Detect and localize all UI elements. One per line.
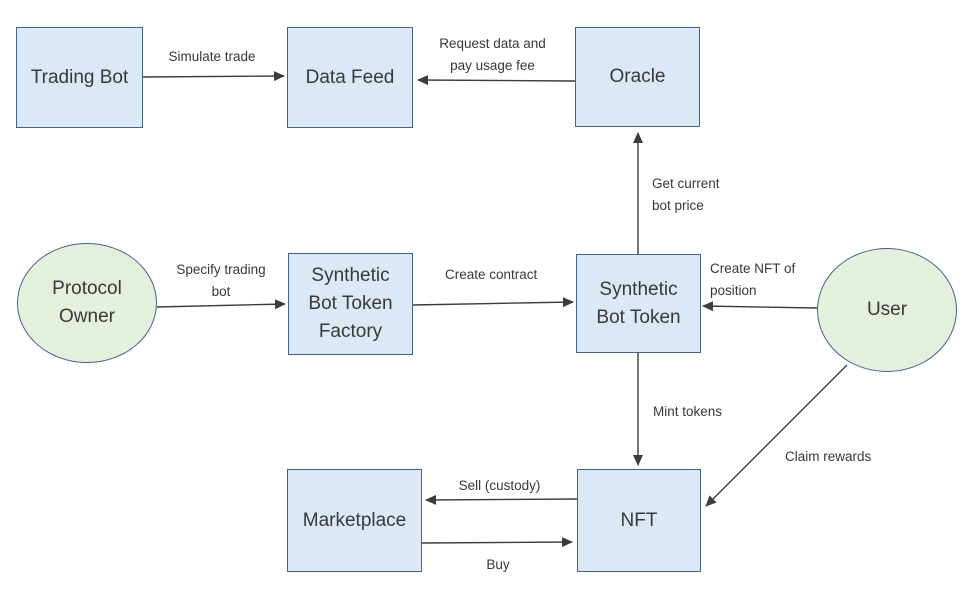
edge-label-create-contract: Create contract <box>445 267 538 282</box>
edge-label-claim-rewards: Claim rewards <box>785 449 872 464</box>
node-synthetic-bot-token-factory-label: Synthetic Bot Token Factory <box>308 265 393 342</box>
node-synthetic-bot-token: Synthetic Bot Token <box>576 254 701 353</box>
edge-claim-rewards <box>705 364 848 507</box>
node-oracle-label: Oracle <box>609 66 666 87</box>
edge-label-create-nft: Create NFT of position <box>710 261 796 298</box>
node-user: User <box>817 248 957 372</box>
edge-label-request-data: Request data and pay usage fee <box>439 36 546 73</box>
edge-label-mint-tokens: Mint tokens <box>653 404 723 419</box>
node-data-feed: Data Feed <box>287 27 413 128</box>
node-marketplace-label: Marketplace <box>302 509 407 531</box>
edge-create-nft <box>702 301 818 312</box>
node-protocol-owner: Protocol Owner <box>17 243 157 363</box>
edge-label-simulate-trade: Simulate trade <box>168 49 256 64</box>
edge-sell-custody <box>425 494 578 505</box>
edge-label-buy: Buy <box>486 557 510 572</box>
edge-specify-trading-bot <box>156 299 286 310</box>
edge-label-specify-trading-bot: Specify trading bot <box>176 262 266 299</box>
node-nft-label: NFT <box>620 509 658 531</box>
node-synthetic-bot-token-label: Synthetic Bot Token <box>596 278 681 328</box>
node-oracle: Oracle <box>575 27 700 127</box>
node-data-feed-label: Data Feed <box>305 66 395 88</box>
edge-create-contract <box>412 297 574 308</box>
edge-request-data <box>417 75 576 86</box>
edge-label-sell-custody: Sell (custody) <box>458 478 541 493</box>
node-nft: NFT <box>577 469 701 572</box>
edge-simulate-trade <box>142 71 285 82</box>
node-user-label: User <box>866 299 908 320</box>
edge-buy <box>421 537 573 548</box>
node-trading-bot: Trading Bot <box>16 27 143 128</box>
edge-label-get-current-price: Get current bot price <box>652 176 720 213</box>
node-marketplace: Marketplace <box>287 469 422 572</box>
node-protocol-owner-label: Protocol Owner <box>52 278 122 327</box>
node-synthetic-bot-token-factory: Synthetic Bot Token Factory <box>288 253 413 355</box>
node-trading-bot-label: Trading Bot <box>30 66 129 88</box>
